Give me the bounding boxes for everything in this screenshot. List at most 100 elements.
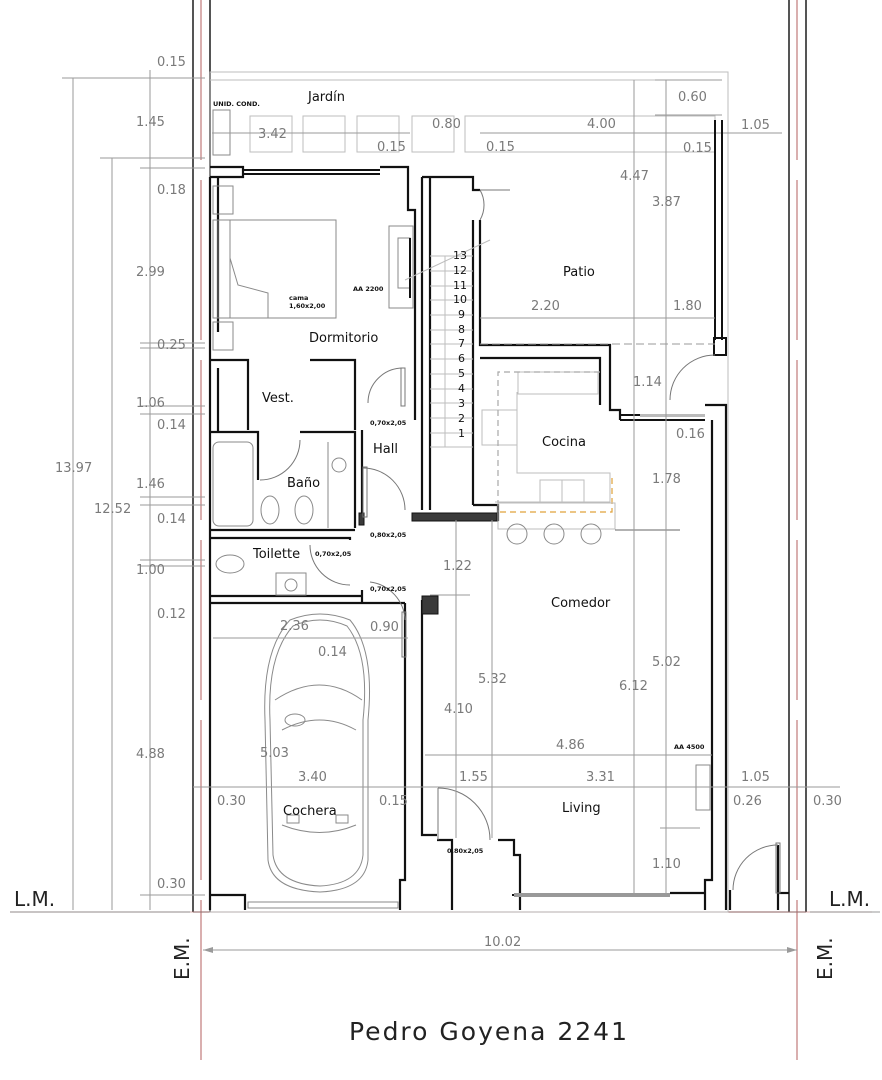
room-labels: Jardín Dormitorio Vest. Baño Hall Toilet… — [252, 90, 611, 819]
car-outline — [264, 613, 370, 893]
property-walls — [10, 0, 872, 1080]
note-door-toilette: 0,70x2,05 — [315, 550, 352, 558]
step-4: 4 — [458, 382, 465, 395]
dim-jardin-wall-2: 0.15 — [486, 140, 515, 155]
note-aa-2200: AA 2200 — [353, 285, 384, 293]
room-jardin: Jardín — [307, 90, 345, 105]
room-comedor: Comedor — [551, 596, 611, 611]
dim-garage-depth: 5.03 — [260, 746, 289, 761]
dim-jardin-width: 3.42 — [258, 127, 287, 142]
step-8: 8 — [458, 323, 465, 336]
dim-hall-depth: 4.10 — [444, 702, 473, 717]
dim-right-edge: 0.30 — [813, 794, 842, 809]
dim-jardin-wall-1: 0.15 — [377, 140, 406, 155]
dimension-labels: 0.15 1.45 0.18 2.99 0.25 1.06 0.14 1.46 … — [55, 55, 842, 950]
dim-left-1: 1.45 — [136, 115, 165, 130]
dim-left-11: 4.88 — [136, 747, 165, 762]
step-7: 7 — [458, 337, 465, 350]
dim-garage-wall: 0.14 — [318, 645, 347, 660]
dimension-lines — [10, 70, 880, 953]
dim-living-inner: 3.31 — [586, 770, 615, 785]
dim-comedor-h3: 5.02 — [652, 655, 681, 670]
dim-left-12: 0.30 — [157, 877, 186, 892]
dim-living-width: 4.86 — [556, 738, 585, 753]
step-1: 1 — [458, 427, 465, 440]
dim-left-8: 0.14 — [157, 512, 186, 527]
dim-patio-depth-2: 3.87 — [652, 195, 681, 210]
dim-lot-width: 10.02 — [484, 935, 521, 950]
dim-comedor-h1: 5.32 — [478, 672, 507, 687]
stair-step-numbers: 13 12 11 10 9 8 7 6 5 4 3 2 1 — [453, 249, 467, 440]
step-10: 10 — [453, 293, 467, 306]
dim-left-2: 0.18 — [157, 183, 186, 198]
furniture — [212, 185, 711, 893]
dim-patio-w2: 1.80 — [673, 299, 702, 314]
dim-entry-width: 1.55 — [459, 770, 488, 785]
annotation-notes: UNID. COND. cama 1,60x2,00 AA 2200 AA 45… — [213, 100, 705, 855]
dim-patio-w1: 2.20 — [531, 299, 560, 314]
doors — [259, 189, 781, 894]
room-vestidor: Vest. — [262, 391, 294, 406]
columns — [358, 512, 498, 615]
staircase — [404, 239, 491, 448]
dim-cocina-depth: 1.78 — [652, 472, 681, 487]
dim-patio-top-offset: 0.60 — [678, 90, 707, 105]
room-hall: Hall — [373, 442, 398, 457]
step-11: 11 — [453, 279, 467, 292]
step-2: 2 — [458, 412, 465, 425]
dim-patio-depth-1: 4.47 — [620, 169, 649, 184]
dim-left-6: 0.14 — [157, 418, 186, 433]
lm-left-label: L.M. — [14, 887, 55, 911]
step-6: 6 — [458, 352, 465, 365]
dim-right-setback: 1.05 — [741, 770, 770, 785]
note-door-hall: 0,80x2,05 — [370, 531, 407, 539]
room-cochera: Cochera — [283, 804, 337, 819]
room-dormitorio: Dormitorio — [309, 331, 378, 346]
room-toilette: Toilette — [252, 547, 300, 562]
room-patio: Patio — [563, 265, 595, 280]
step-5: 5 — [458, 367, 465, 380]
dim-patio-right-wall: 0.15 — [683, 141, 712, 156]
dim-cocina-wall: 0.16 — [676, 427, 705, 442]
dim-built-depth: 12.52 — [94, 502, 131, 517]
lm-right-label: L.M. — [829, 887, 870, 911]
note-aa-4500: AA 4500 — [674, 743, 705, 751]
dim-jardin-gap: 0.80 — [432, 117, 461, 132]
dim-left-10: 0.12 — [157, 607, 186, 622]
building-walls — [208, 120, 789, 910]
room-living: Living — [562, 801, 601, 816]
step-9: 9 — [458, 308, 465, 321]
dim-living-bay: 1.10 — [652, 857, 681, 872]
dim-hall-gap: 1.22 — [443, 559, 472, 574]
dim-left-9: 1.00 — [136, 563, 165, 578]
dim-garage-inner: 3.40 — [298, 770, 327, 785]
step-12: 12 — [453, 264, 467, 277]
step-3: 3 — [458, 397, 465, 410]
note-door-toilette-2: 0,70x2,05 — [370, 585, 407, 593]
em-right-label: E.M. — [813, 937, 837, 980]
room-bano: Baño — [287, 476, 320, 491]
dim-total-depth: 13.97 — [55, 461, 92, 476]
boundary-markers: L.M. L.M. E.M. E.M. — [14, 887, 870, 980]
step-13: 13 — [453, 249, 467, 262]
note-unid-cond: UNID. COND. — [213, 100, 260, 108]
em-left-label: E.M. — [170, 937, 194, 980]
dim-cocina-door-gap: 1.14 — [633, 375, 662, 390]
note-door-dorm: 0,70x2,05 — [370, 419, 407, 427]
address-title: Pedro Goyena 2241 — [349, 1017, 629, 1046]
dim-left-5: 1.06 — [136, 396, 165, 411]
dim-garage-right: 0.15 — [379, 794, 408, 809]
dim-comedor-h2: 6.12 — [619, 679, 648, 694]
dim-left-7: 1.46 — [136, 477, 165, 492]
dim-left-4: 0.25 — [157, 338, 186, 353]
dim-patio-top-width: 4.00 — [587, 117, 616, 132]
note-cama-1: cama — [289, 294, 308, 302]
note-door-entry: 0,80x2,05 — [447, 847, 484, 855]
dim-left-0: 0.15 — [157, 55, 186, 70]
dim-garage-left: 0.30 — [217, 794, 246, 809]
dim-garage-gap: 0.90 — [370, 620, 399, 635]
note-cama-2: 1,60x2,00 — [289, 302, 326, 310]
dim-right-wall: 0.26 — [733, 794, 762, 809]
jardin-area — [210, 79, 782, 156]
